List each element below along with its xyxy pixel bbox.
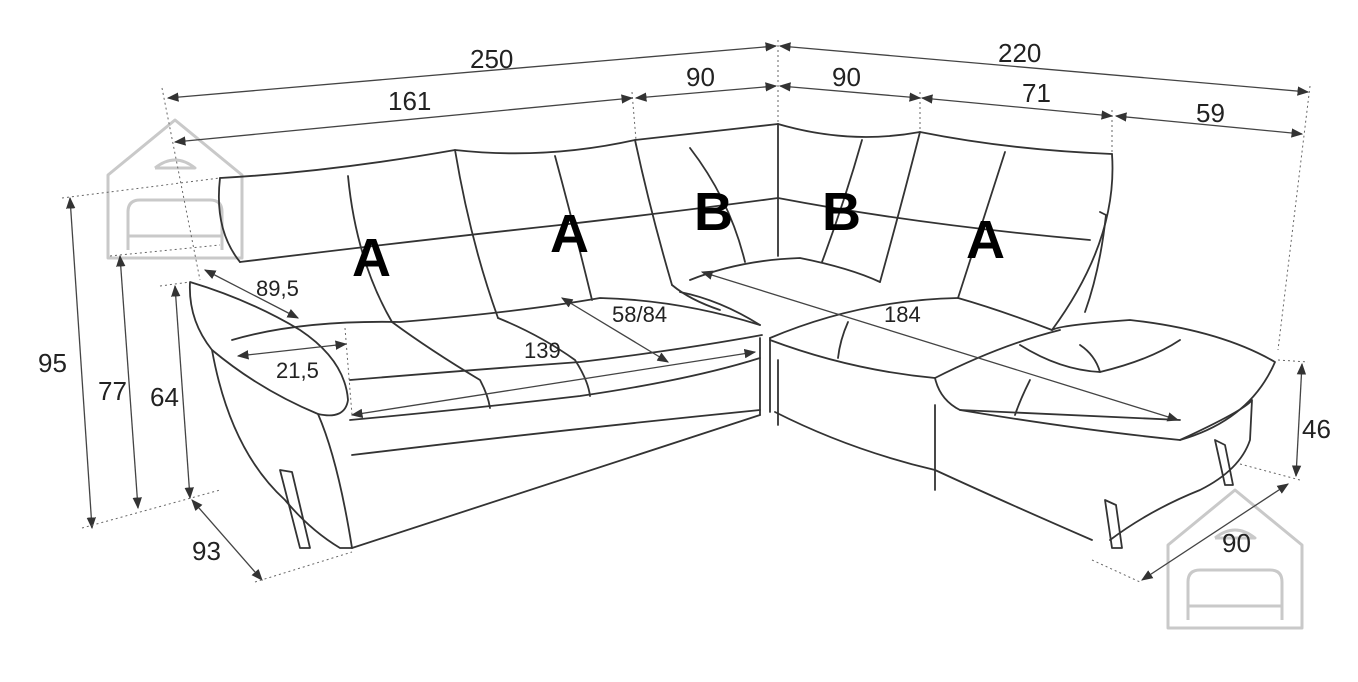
dimension-lines <box>61 40 1311 583</box>
dim-right-corner: 90 <box>832 62 861 92</box>
brand-logo-bottomright <box>1166 488 1304 630</box>
seat-label-1: A <box>352 228 391 288</box>
dim-seat-width-left: 139 <box>524 338 561 363</box>
dim-armrest-width: 21,5 <box>276 358 319 383</box>
dim-back-height: 95 <box>38 348 67 378</box>
dim-arm-height: 64 <box>150 382 179 412</box>
seat-label-3: B <box>694 182 733 242</box>
dim-left-section: 161 <box>388 86 431 116</box>
dim-depth-right: 90 <box>1222 528 1251 558</box>
brand-logo-topleft <box>106 118 244 260</box>
dim-total-right: 220 <box>998 38 1041 68</box>
dim-total-left: 250 <box>470 44 513 74</box>
dim-right-middle: 71 <box>1022 78 1051 108</box>
dim-left-corner: 90 <box>686 62 715 92</box>
dim-armrest-length: 89,5 <box>256 276 299 301</box>
dim-corner-seat: 58/84 <box>612 302 667 327</box>
dim-arm-top-height: 77 <box>98 376 127 406</box>
dim-right-end: 59 <box>1196 98 1225 128</box>
seat-label-4: B <box>822 182 861 242</box>
seat-label-2: A <box>550 204 589 264</box>
dim-seat-width-right: 184 <box>884 302 921 327</box>
dim-seat-height: 46 <box>1302 414 1331 444</box>
seat-label-5: A <box>966 210 1005 270</box>
dim-depth-left: 93 <box>192 536 221 566</box>
